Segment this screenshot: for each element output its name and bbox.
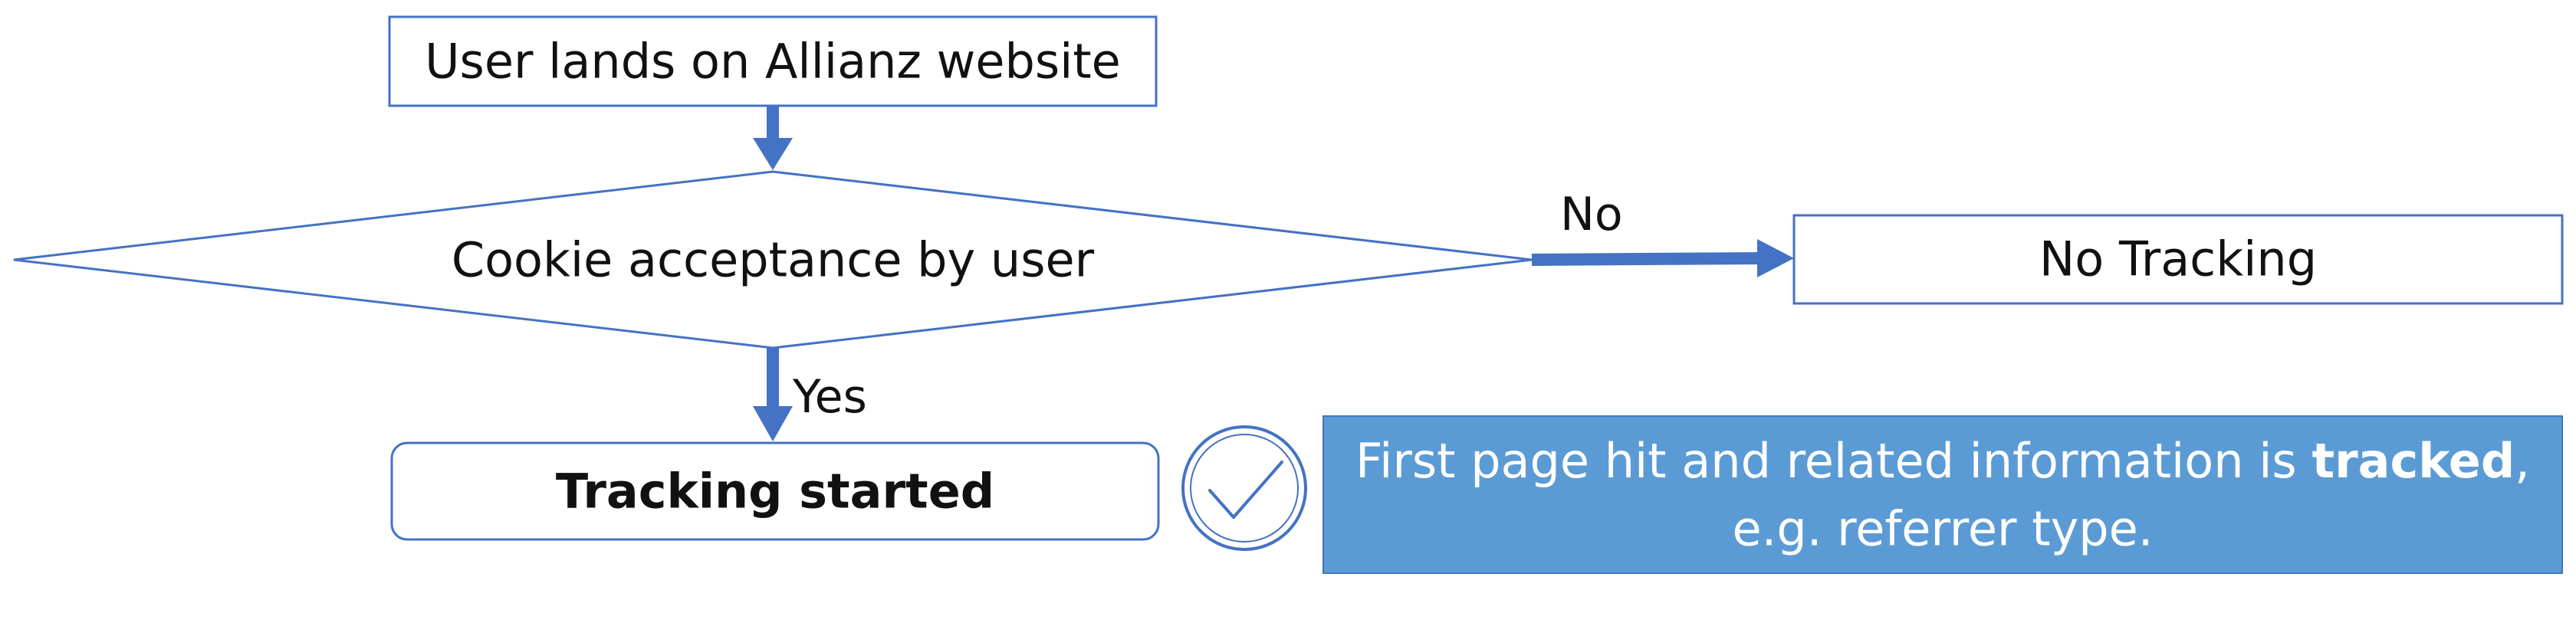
arrow-decision-to-no-tracking [1531,239,1794,277]
checkmark-circle-icon [1181,425,1307,551]
tracking-started-node: Tracking started [390,441,1160,541]
tracking-started-node-label: Tracking started [556,464,994,520]
edge-label-yes: Yes [792,370,867,424]
decision-node: Cookie acceptance by user [13,170,1533,349]
info-box-line-2: e.g. referrer type. [1733,501,2154,557]
edge-label-no: No [1560,188,1623,241]
arrow-start-to-decision [753,106,793,170]
info-box-line-1: First page hit and related information i… [1355,433,2530,489]
decision-node-label: Cookie acceptance by user [452,232,1095,288]
info-box-line-1-bold: tracked [2312,433,2515,489]
arrow-decision-to-tracking-started [753,348,793,441]
info-box-line-1-prefix: First page hit and related information i… [1355,433,2312,489]
info-box-line-1-suffix: , [2515,433,2530,489]
no-tracking-node: No Tracking [1792,214,2564,305]
start-node-label: User lands on Allianz website [425,34,1121,90]
no-tracking-node-label: No Tracking [2039,231,2317,287]
info-box: First page hit and related information i… [1322,415,2563,574]
start-node: User lands on Allianz website [388,15,1158,107]
